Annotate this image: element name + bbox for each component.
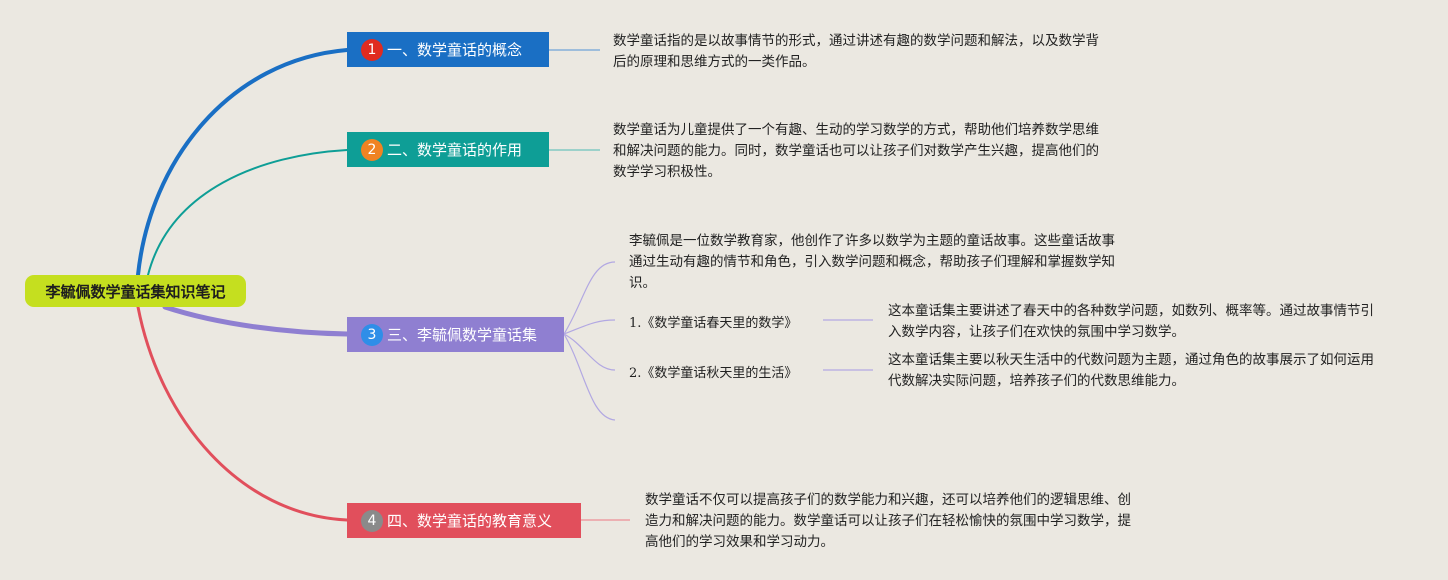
branch-node-2[interactable]: 2 二、数学童话的作用 <box>347 132 549 167</box>
connector-branch-3-tail <box>563 333 616 421</box>
root-node[interactable]: 李毓佩数学童话集知识笔记 <box>25 275 246 307</box>
number-badge-icon: 2 <box>361 138 383 161</box>
branch-node-3[interactable]: 3 三、李毓佩数学童话集 <box>347 317 564 352</box>
connector-root-branch-3 <box>162 304 350 337</box>
book-2-title[interactable]: 2.《数学童话秋天里的生活》 <box>629 366 798 381</box>
branch-node-1[interactable]: 1 一、数学童话的概念 <box>347 32 549 67</box>
book-1-title[interactable]: 1.《数学童话春天里的数学》 <box>629 316 798 331</box>
connector-root-branch-4 <box>136 305 349 522</box>
number-badge-icon: 3 <box>361 323 383 346</box>
number-badge-icon: 1 <box>361 38 383 61</box>
book-1-description: 这本童话集主要讲述了春天中的各种数学问题，如数列、概率等。通过故事情节引入数学内… <box>888 303 1374 340</box>
branch-label: 三、李毓佩数学童话集 <box>387 326 538 344</box>
branch-1-description: 数学童话指的是以故事情节的形式，通过讲述有趣的数学问题和解法，以及数学背后的原理… <box>613 33 1099 70</box>
book-2-description: 这本童话集主要以秋天生活中的代数问题为主题，通过角色的故事展示了如何运用代数解决… <box>888 352 1374 389</box>
connector-branch-3-desc <box>563 261 616 335</box>
number-badge-icon: 4 <box>361 509 383 532</box>
branch-label: 四、数学童话的教育意义 <box>387 512 553 530</box>
connector-branch-3-book-2 <box>563 333 616 371</box>
branch-2-description: 数学童话为儿童提供了一个有趣、生动的学习数学的方式，帮助他们培养数学思维和解决问… <box>613 122 1099 180</box>
root-title: 李毓佩数学童话集知识笔记 <box>45 282 226 301</box>
branch-node-4[interactable]: 4 四、数学童话的教育意义 <box>347 503 581 538</box>
branch-label: 二、数学童话的作用 <box>387 141 523 159</box>
connector-root-branch-1 <box>136 48 349 277</box>
branch-4-description: 数学童话不仅可以提高孩子们的数学能力和兴趣，还可以培养他们的逻辑思维、创造力和解… <box>645 492 1131 550</box>
branch-label: 一、数学童话的概念 <box>387 41 523 59</box>
connector-branch-3-book-1 <box>563 319 616 335</box>
branch-3-description: 李毓佩是一位数学教育家，他创作了许多以数学为主题的童话故事。这些童话故事通过生动… <box>629 233 1115 291</box>
connector-root-branch-2 <box>147 149 348 276</box>
